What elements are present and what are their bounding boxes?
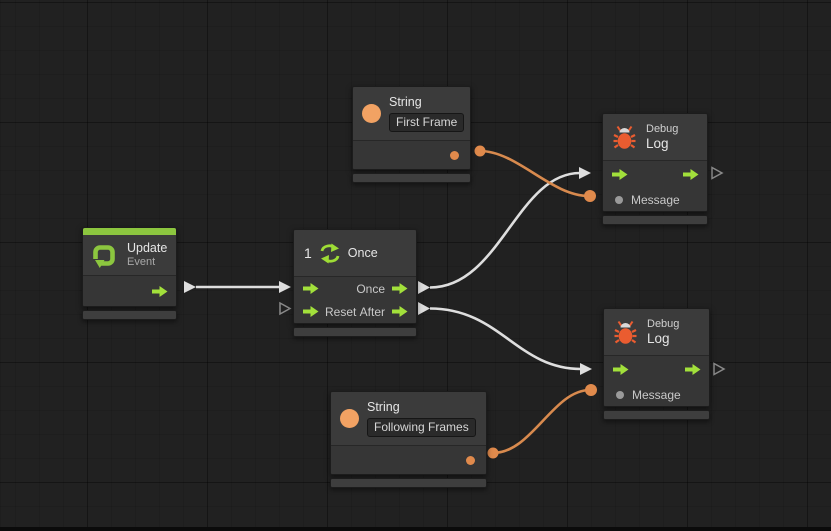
bug-icon [614,320,637,344]
wire-start-triangle[interactable] [418,281,430,294]
flow-output-port[interactable] [151,285,168,298]
node-string-following-frames[interactable]: String Following Frames [330,391,487,488]
once-output-port[interactable] [391,282,408,295]
node-footer [293,327,417,337]
flow-arrow-icon [685,364,701,375]
port-label-message: Message [632,387,681,402]
after-output-port[interactable] [391,305,408,318]
node-footer [82,310,177,320]
node-update-event[interactable]: Update Event [82,227,177,320]
window-bottom-edge [0,527,831,531]
flow-input-port[interactable] [611,168,628,181]
message-input-port[interactable] [615,195,623,204]
once-count-prefix: 1 [304,244,312,261]
flow-output-port[interactable] [682,168,699,181]
flow-arrow-icon [392,306,408,317]
flow-arrow-icon [152,285,168,297]
message-input-port[interactable] [616,390,624,399]
bug-icon [613,125,636,149]
wire-end-dot[interactable] [584,190,596,202]
wire-arrowhead[interactable] [580,363,592,375]
node-title: String [367,400,400,414]
string-circle-icon [362,104,381,123]
event-accent-bar [83,228,176,235]
wire-start-triangle[interactable] [418,302,430,315]
string-output-port[interactable] [466,455,475,465]
node-footer [330,478,487,488]
node-debug-log-bottom[interactable]: Debug Log Message [603,308,710,420]
wire-once-to-debug-top[interactable] [429,171,581,289]
node-title: Log [646,136,669,151]
node-title: Once [347,245,378,260]
flow-arrow-icon [303,283,319,294]
node-category: Debug [647,318,680,330]
flow-arrow-icon [392,283,408,294]
reset-input-port[interactable] [302,305,319,318]
wire-arrowhead[interactable] [579,167,591,179]
string-value-input[interactable]: Following Frames [367,418,476,437]
flow-input-port[interactable] [612,363,629,376]
wire-after-to-debug-bottom[interactable] [429,307,582,371]
node-category: Debug [646,123,679,135]
flow-arrow-icon [612,169,628,180]
flow-output-port[interactable] [684,363,701,376]
wire-start-dot[interactable] [474,145,486,157]
flow-input-port[interactable] [302,282,319,295]
string-output-port[interactable] [450,150,459,160]
wire-end-dot[interactable] [585,384,597,396]
node-debug-log-top[interactable]: Debug Log Message [602,113,708,225]
unconnected-port-triangle[interactable] [711,166,724,180]
node-string-first-frame[interactable]: String First Frame [352,86,471,183]
node-title: Log [647,331,670,346]
wire-start-triangle[interactable] [184,281,196,293]
wire-string-following-to-message[interactable] [492,388,591,455]
node-footer [352,173,471,183]
wire-start-dot[interactable] [487,447,499,459]
port-label-message: Message [631,192,680,207]
wire-arrowhead[interactable] [279,281,291,293]
port-label-reset: Reset [325,304,357,319]
port-label-once: Once [356,281,385,296]
string-circle-icon [340,409,359,428]
port-label-after: After [359,304,385,319]
unconnected-port-triangle[interactable] [279,301,292,316]
flow-arrow-icon [683,169,699,180]
node-title: Update [127,241,168,255]
wire-string-first-to-message[interactable] [479,149,590,198]
node-footer [602,215,708,225]
node-footer [603,410,710,420]
flow-arrow-icon [613,364,629,375]
node-title: String [389,95,422,109]
update-loop-icon [93,244,115,268]
string-value-input[interactable]: First Frame [389,113,465,132]
unconnected-port-triangle[interactable] [713,362,726,376]
once-cycle-icon [320,243,340,263]
node-subtitle: Event [127,256,156,268]
node-once[interactable]: 1 Once Once [293,229,417,337]
flow-arrow-icon [303,306,319,317]
